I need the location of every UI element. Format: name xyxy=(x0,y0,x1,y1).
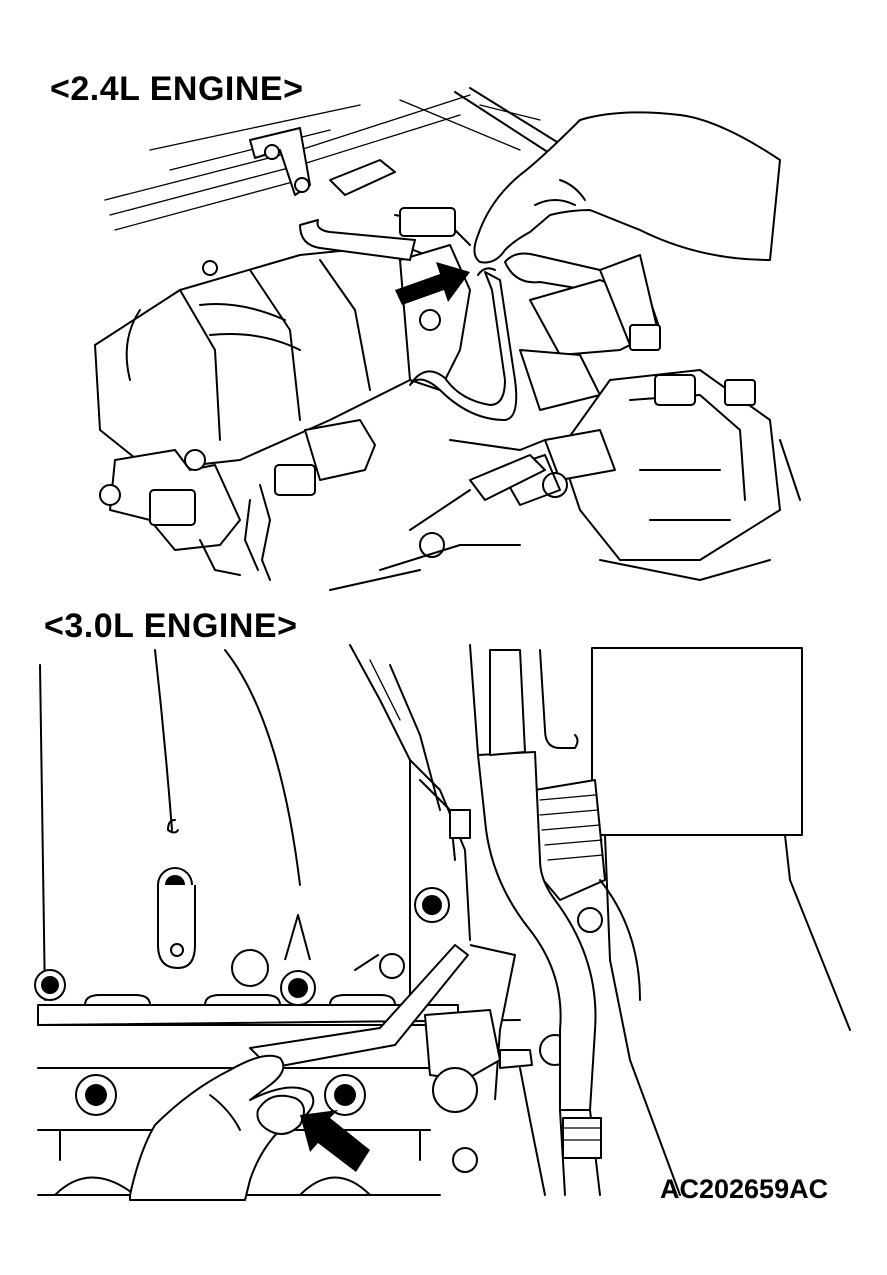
removed-hose xyxy=(409,267,518,421)
engine-frame-lines xyxy=(39,644,441,1001)
upper-vacuum-hose xyxy=(299,159,471,261)
engine-2-4l-illustration xyxy=(94,87,801,591)
cylinder-head xyxy=(37,994,521,1196)
direction-arrow-icon xyxy=(395,262,470,305)
mounting-bracket xyxy=(249,127,311,196)
lower-ports xyxy=(54,1129,421,1196)
electrical-connectors xyxy=(99,419,376,581)
component-box xyxy=(591,647,803,836)
head-bolts xyxy=(34,819,478,1173)
panel-title-2-4l: <2.4L ENGINE> xyxy=(50,70,304,108)
engine-right-outline xyxy=(469,644,851,1196)
hand-3-0l xyxy=(129,1054,315,1201)
coolant-hose xyxy=(477,649,602,1196)
direction-arrow-icon xyxy=(300,1110,370,1172)
intake-plenum xyxy=(94,244,451,471)
panel-title-3-0l: <3.0L ENGINE> xyxy=(44,607,298,645)
sensor-rod xyxy=(329,454,546,591)
figure-id: AC202659AC xyxy=(660,1174,829,1204)
engine-right-components xyxy=(449,254,801,581)
